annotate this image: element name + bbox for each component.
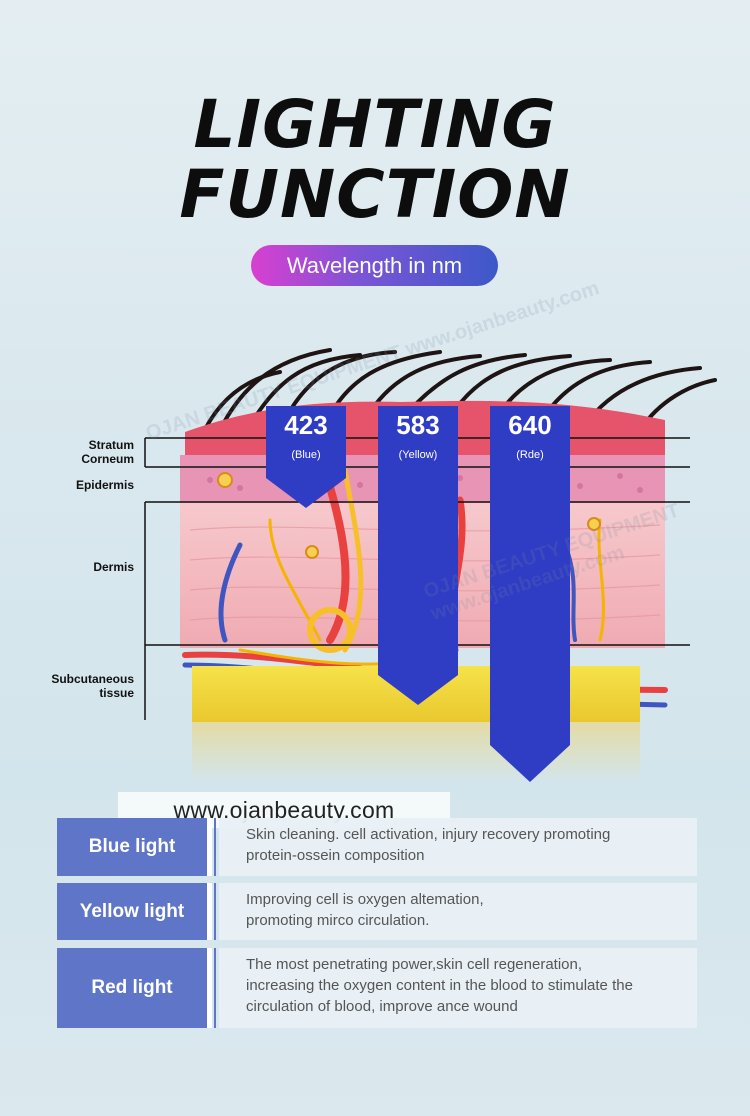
yellow-wavelength-value: 583 (396, 410, 439, 440)
row-separator-line (214, 883, 216, 940)
layer-label-subcutaneous-line2: tissue (99, 686, 134, 700)
light-desc-red-line1: The most penetrating power,skin cell reg… (246, 956, 583, 973)
layer-label-stratum-line2: Corneum (81, 452, 134, 466)
red-wavelength-value: 640 (508, 410, 551, 440)
row-separator-line (214, 948, 216, 1028)
layer-label-stratum-line1: Stratum (88, 438, 134, 452)
layer-label-dermis: Dermis (93, 560, 134, 574)
light-desc-red: The most penetrating power,skin cell reg… (219, 948, 697, 1028)
yellow-wavelength-arrow (378, 406, 458, 705)
nerve-ending-1 (217, 472, 233, 488)
light-name-red: Red light (57, 948, 207, 1028)
blue-wavelength-value: 423 (284, 410, 327, 440)
blue-wavelength-color: (Blue) (291, 449, 320, 461)
title-line-2: FUNCTION (179, 156, 571, 233)
light-name-yellow: Yellow light (57, 883, 207, 940)
layer-label-subcutaneous-line1: Subcutaneous (51, 672, 134, 686)
blue-wavelength-arrow (266, 406, 346, 508)
light-desc-yellow-line2: promoting mirco circulation. (246, 912, 430, 929)
title-line-1: LIGHTING (193, 86, 557, 163)
sweat-gland (307, 607, 353, 653)
light-desc-blue: Skin cleaning. cell activation, injury r… (219, 818, 697, 876)
light-name-blue: Blue light (57, 818, 207, 876)
light-desc-red-line3: circulation of blood, improve ance wound (246, 998, 518, 1015)
nerve-ending-3 (587, 517, 601, 531)
light-desc-yellow-line1: Improving cell is oxygen altemation, (246, 891, 484, 908)
hair-strands (198, 348, 717, 442)
row-separator (207, 818, 212, 876)
layer-label-epidermis: Epidermis (75, 478, 134, 492)
light-desc-blue-line1: Skin cleaning. cell activation, injury r… (246, 826, 611, 843)
layer-label-subcutaneous: Subcutaneous tissue (24, 672, 134, 700)
skin-reflection (192, 722, 640, 782)
light-desc-red-line2: increasing the oxygen content in the blo… (246, 977, 633, 994)
row-separator (207, 948, 212, 1028)
table-row-yellow: Yellow light Improving cell is oxygen al… (57, 883, 697, 940)
red-wavelength-arrow (490, 406, 570, 782)
light-desc-blue-line2: protein-ossein composition (246, 847, 425, 864)
red-wavelength-color: (Rde) (516, 449, 544, 461)
light-desc-yellow: Improving cell is oxygen altemation, pro… (219, 883, 697, 940)
table-row-blue: Blue light Skin cleaning. cell activatio… (57, 818, 697, 876)
layer-label-stratum: Stratum Corneum (24, 438, 134, 466)
yellow-wavelength-color: (Yellow) (399, 449, 438, 461)
table-row-red: Red light The most penetrating power,ski… (57, 948, 697, 1028)
wavelength-pill: Wavelength in nm (251, 245, 498, 286)
nerve-ending-2 (305, 545, 319, 559)
row-separator (207, 883, 212, 940)
row-separator-line (214, 818, 216, 876)
